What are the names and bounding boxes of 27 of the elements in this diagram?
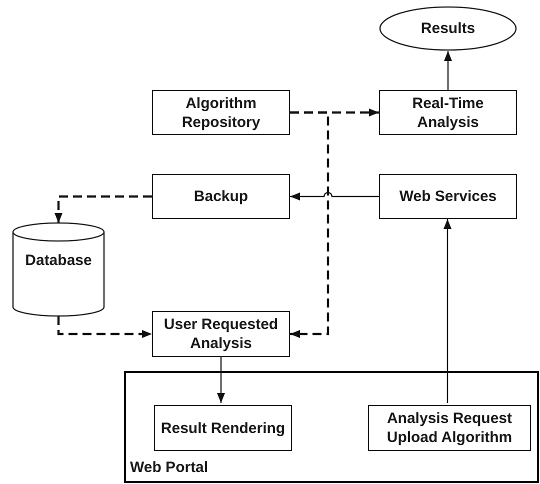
node-label: Database: [25, 251, 92, 270]
process-box: [152, 174, 290, 219]
arrow: [444, 219, 452, 403]
process-box: [152, 311, 290, 357]
node-label: Result Rendering: [160, 418, 286, 438]
process-box: [379, 174, 517, 219]
arrow: [57, 316, 152, 338]
node-label: Algorithm Repository: [180, 94, 262, 132]
process-box: [152, 90, 290, 135]
node-label: Analysis Request Upload Algorithm: [386, 409, 514, 447]
arrow: [54, 195, 152, 223]
node-label: Results: [420, 19, 476, 38]
database-cylinder: [12, 223, 105, 316]
node-label: Real-Time Analysis: [411, 94, 485, 132]
arrow: [290, 192, 379, 200]
node-label: Backup: [194, 187, 248, 206]
node-label: User Requested Analysis: [162, 315, 280, 353]
process-box: [368, 405, 531, 451]
arrow: [290, 111, 330, 338]
arrow: [217, 357, 225, 403]
group-label: Web Portal: [130, 458, 208, 477]
node-label: Web Services: [399, 187, 497, 206]
process-box: [379, 90, 517, 135]
process-box: [154, 405, 292, 451]
results-ellipse: [379, 6, 517, 51]
portal-container: [124, 371, 539, 483]
arrow: [444, 51, 452, 90]
